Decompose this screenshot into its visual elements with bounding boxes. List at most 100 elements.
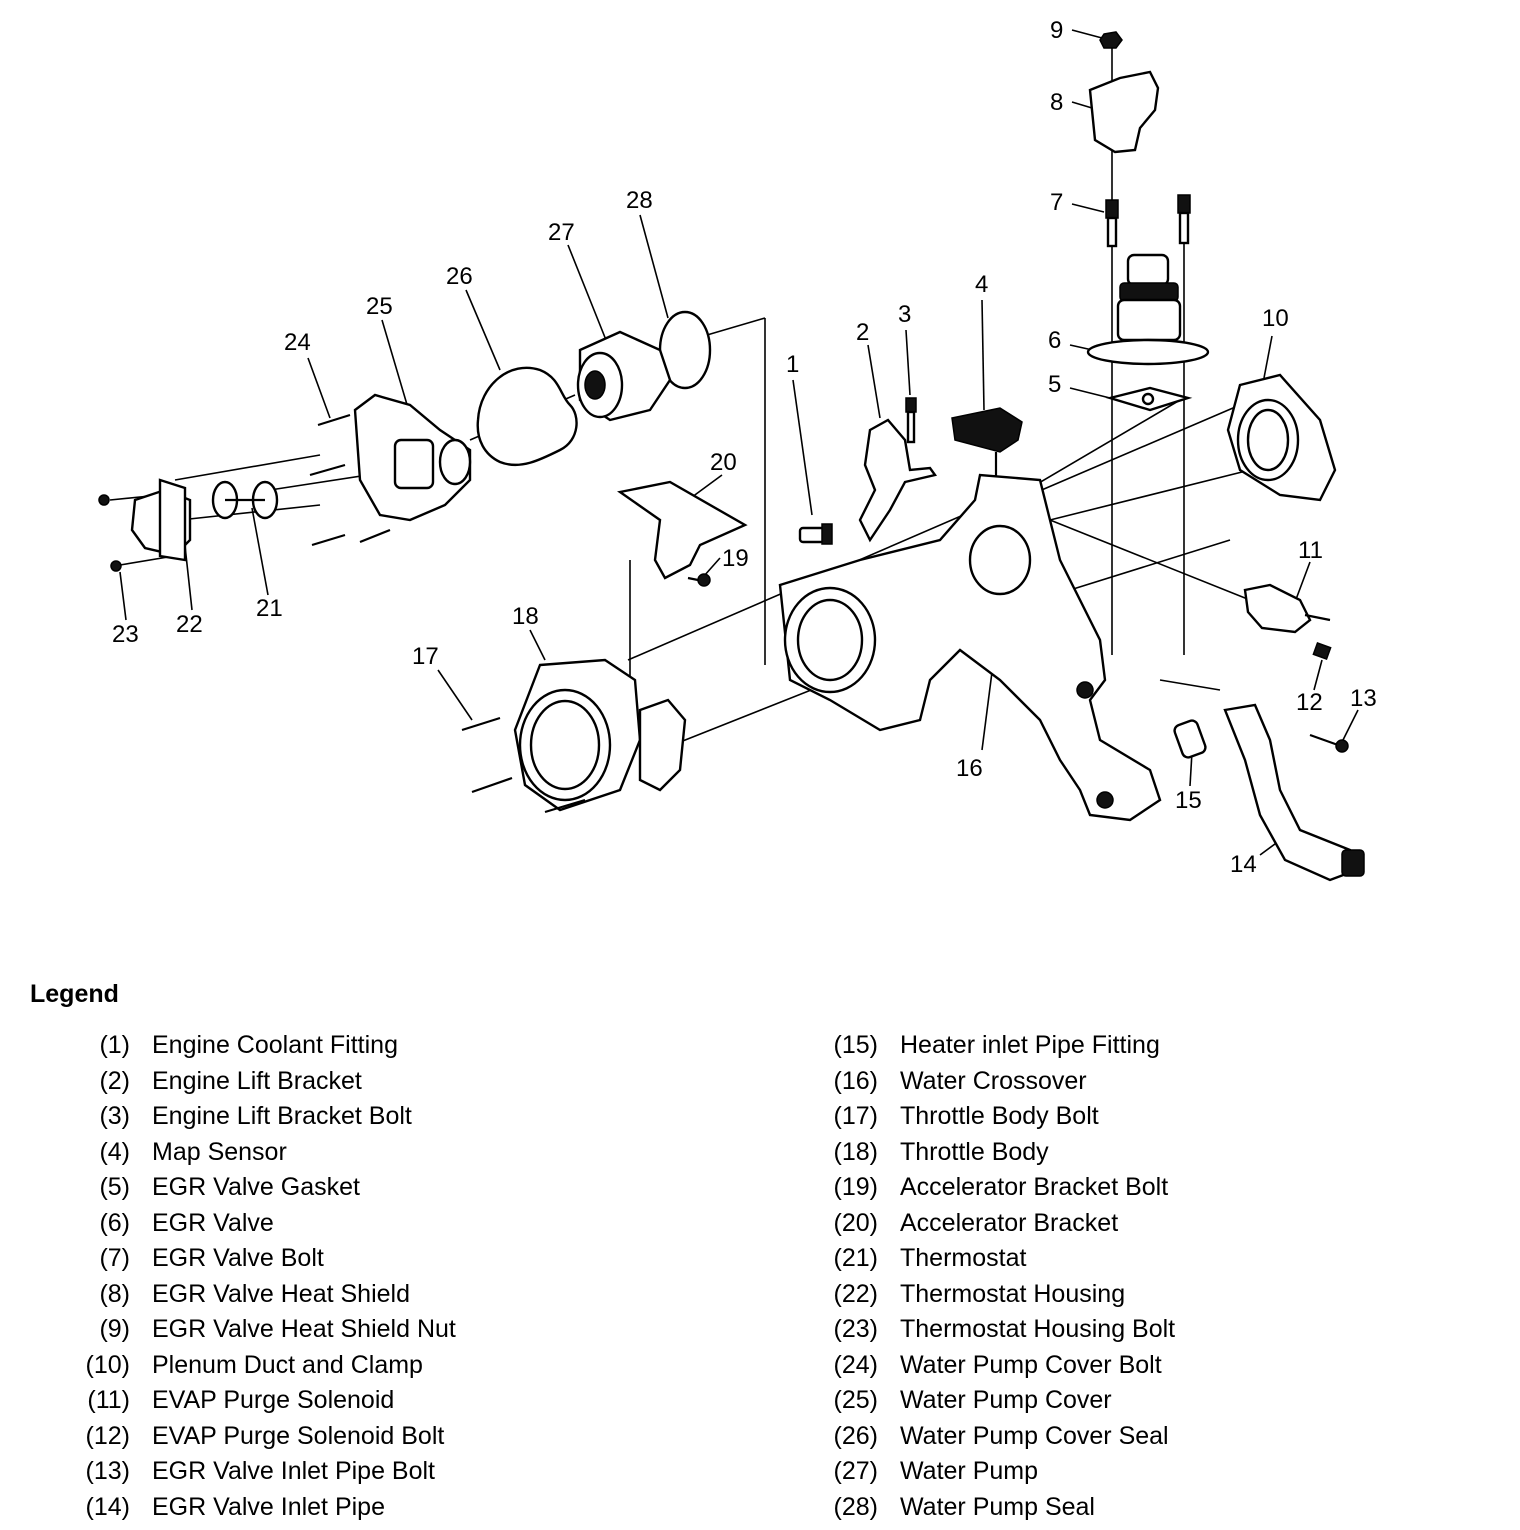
callout-26: 26 xyxy=(446,263,473,290)
legend-number: (27) xyxy=(833,1457,878,1486)
legend-label: Water Pump Cover Seal xyxy=(900,1421,1169,1450)
thermostat-housing-part xyxy=(130,478,192,562)
callout-2: 2 xyxy=(856,319,869,346)
legend-label: Engine Lift Bracket Bolt xyxy=(152,1102,412,1131)
legend-item: (26)Water Pump Cover Seal xyxy=(790,1419,1175,1455)
accelerator-bracket-part xyxy=(617,480,748,580)
legend-label: Throttle Body Bolt xyxy=(900,1102,1099,1131)
plenum-duct-part xyxy=(1226,373,1337,502)
legend-item: (12)EVAP Purge Solenoid Bolt xyxy=(0,1419,456,1455)
legend-item: (19)Accelerator Bracket Bolt xyxy=(790,1170,1175,1206)
legend-item: (20) Accelerator Bracket xyxy=(790,1206,1175,1242)
legend-number: (20) xyxy=(833,1208,878,1237)
legend-number: (21) xyxy=(833,1244,878,1273)
legend-number: (14) xyxy=(85,1492,130,1521)
engine-lift-bracket-bolt-part xyxy=(905,397,917,444)
map-sensor-part xyxy=(951,407,1023,478)
legend-label: Engine Coolant Fitting xyxy=(152,1031,398,1060)
callout-21: 21 xyxy=(256,595,283,622)
legend-label: Heater inlet Pipe Fitting xyxy=(900,1031,1160,1060)
legend-label: EVAP Purge Solenoid xyxy=(152,1386,395,1415)
legend-item: (27)Water Pump xyxy=(790,1454,1175,1490)
callout-27: 27 xyxy=(548,219,575,246)
legend-label: EGR Valve Heat Shield Nut xyxy=(152,1315,456,1344)
callout-6: 6 xyxy=(1048,327,1061,354)
legend-item: (23)Thermostat Housing Bolt xyxy=(790,1312,1176,1348)
legend-number: (17) xyxy=(833,1102,878,1131)
legend-label: Engine Lift Bracket xyxy=(152,1066,362,1095)
legend-item: (9)EGR Valve Heat Shield Nut xyxy=(0,1312,456,1348)
callout-7: 7 xyxy=(1050,189,1063,216)
legend-item: (25)Water Pump Cover xyxy=(790,1383,1175,1419)
legend-number: (28) xyxy=(833,1492,878,1521)
legend-label: EGR Valve Gasket xyxy=(152,1173,360,1202)
accelerator-bracket-bolt-part xyxy=(687,573,711,587)
legend-label: Thermostat Housing xyxy=(900,1279,1126,1308)
legend-label: Water Pump Cover xyxy=(900,1386,1112,1415)
callout-25: 25 xyxy=(366,293,393,320)
legend-label: Accelerator Bracket Bolt xyxy=(900,1173,1169,1202)
egr-valve-inlet-pipe-part xyxy=(1223,703,1365,882)
callout-8: 8 xyxy=(1050,89,1063,116)
legend-item: (15) Heater inlet Pipe Fitting xyxy=(790,1028,1175,1064)
legend-label: Water Crossover xyxy=(900,1066,1087,1095)
legend-item: (8)EGR Valve Heat Shield xyxy=(0,1277,456,1313)
legend-item: (22) Thermostat Housing xyxy=(790,1277,1175,1313)
evap-purge-solenoid-part xyxy=(1243,583,1331,634)
legend-item: (24)Water Pump Cover Bolt xyxy=(790,1348,1175,1384)
callout-14: 14 xyxy=(1230,851,1257,878)
legend-number: (22) xyxy=(833,1279,878,1308)
legend-item: (14) EGR Valve Inlet Pipe xyxy=(0,1490,456,1526)
callout-28: 28 xyxy=(626,187,653,214)
callout-10: 10 xyxy=(1262,305,1289,332)
legend-label: EGR Valve Heat Shield xyxy=(152,1279,410,1308)
legend-item: (16) Water Crossover xyxy=(790,1064,1175,1100)
legend-item: (2)Engine Lift Bracket xyxy=(0,1064,456,1100)
callout-23: 23 xyxy=(112,621,139,648)
legend-item: (18)Throttle Body xyxy=(790,1135,1175,1171)
callout-19: 19 xyxy=(722,545,749,572)
legend-label: EGR Valve xyxy=(152,1208,274,1237)
callout-1: 1 xyxy=(786,351,799,378)
legend-number: (12) xyxy=(85,1421,130,1450)
legend-number: (3) xyxy=(99,1102,130,1131)
throttle-body-bolts-part xyxy=(461,716,586,814)
legend-label: Map Sensor xyxy=(152,1137,287,1166)
water-pump-cover-part xyxy=(353,393,472,522)
legend-label: Thermostat Housing Bolt xyxy=(900,1315,1176,1344)
legend-label: EGR Valve Inlet Pipe Bolt xyxy=(152,1457,436,1486)
callout-11: 11 xyxy=(1298,537,1323,564)
legend-label: Water Pump Cover Bolt xyxy=(900,1350,1162,1379)
legend-number: (13) xyxy=(85,1457,130,1486)
legend-item: (3) Engine Lift Bracket Bolt xyxy=(0,1099,456,1135)
legend-number: (6) xyxy=(99,1208,130,1237)
legend-item: (1) Engine Coolant Fitting xyxy=(0,1028,456,1064)
legend-label: EGR Valve Inlet Pipe xyxy=(152,1492,385,1521)
heater-inlet-pipe-fitting-part xyxy=(1173,719,1207,759)
legend-number: (1) xyxy=(99,1031,130,1060)
engine-coolant-fitting-part xyxy=(798,523,833,545)
callout-9: 9 xyxy=(1050,17,1063,44)
legend-number: (15) xyxy=(833,1031,878,1060)
legend-number: (16) xyxy=(833,1066,878,1095)
legend-number: (18) xyxy=(833,1137,878,1166)
egr-valve-bolts-part xyxy=(1105,194,1191,248)
legend-label: Accelerator Bracket xyxy=(900,1208,1119,1237)
callout-4: 4 xyxy=(975,271,988,298)
leader-lines xyxy=(119,29,1359,856)
callout-18: 18 xyxy=(512,603,539,630)
legend-number: (7) xyxy=(99,1244,130,1273)
callout-22: 22 xyxy=(176,611,203,638)
legend-item: (6) EGR Valve xyxy=(0,1206,456,1242)
egr-valve-part xyxy=(1086,253,1210,366)
legend-item: (13) EGR Valve Inlet Pipe Bolt xyxy=(0,1454,456,1490)
callout-numbers: 9 8 7 6 5 10 11 12 13 14 15 16 4 3 2 1 2… xyxy=(112,17,1377,878)
legend-item: (10)Plenum Duct and Clamp xyxy=(0,1348,456,1384)
legend-item: (11)EVAP Purge Solenoid xyxy=(0,1383,456,1419)
water-pump-cover-seal-part xyxy=(476,366,578,467)
legend-label: Plenum Duct and Clamp xyxy=(152,1350,423,1379)
legend-title: Legend xyxy=(30,980,119,1008)
callout-12: 12 xyxy=(1296,689,1323,716)
legend-label: Water Pump Seal xyxy=(900,1492,1095,1521)
callout-17: 17 xyxy=(412,643,439,670)
